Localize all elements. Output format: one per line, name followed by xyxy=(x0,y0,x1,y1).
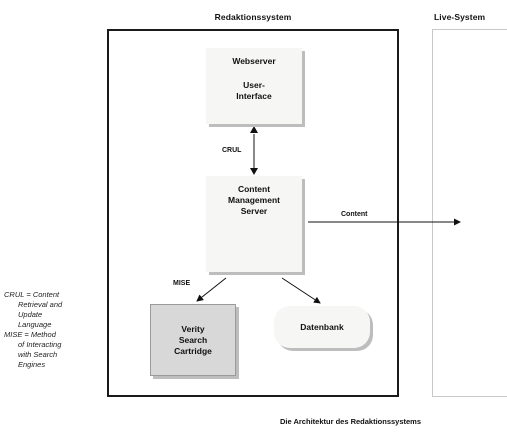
content-label: Content xyxy=(341,211,368,218)
user-interface-line1: User- xyxy=(243,80,265,90)
legend-mise-line1: MISE = Method xyxy=(4,330,56,339)
verity-line1: Verity xyxy=(181,323,205,334)
verity-line2: Search xyxy=(178,334,208,345)
crul-label: CRUL xyxy=(222,147,242,154)
webserver-box: Webserver User- Interface xyxy=(206,48,302,124)
cms-line2: Management xyxy=(228,195,280,205)
redaktionssystem-frame xyxy=(107,29,399,397)
verity-box: Verity Search Cartridge xyxy=(150,304,236,376)
mise-arrow xyxy=(196,277,227,302)
cms-line1: Content xyxy=(237,184,271,194)
webserver-title: Webserver xyxy=(232,56,276,66)
user-interface-line2: Interface xyxy=(236,91,272,101)
verity-line3: Cartridge xyxy=(174,345,212,356)
legend-mise-line2: of Interacting xyxy=(18,340,62,349)
cms-box: Content Management Server xyxy=(206,176,302,272)
live-system-title: Live-System xyxy=(434,12,486,22)
legend-crul-line1: CRUL = Content xyxy=(4,290,60,299)
figure-caption: Die Architektur des Redaktionssystems xyxy=(280,417,422,426)
redaktionssystem-title: Redaktionssystem xyxy=(214,12,292,22)
mise-label: MISE xyxy=(173,280,191,287)
cms-line3: Server xyxy=(240,206,268,216)
legend: CRUL = Content Retrieval and Update Lang… xyxy=(4,290,104,370)
legend-mise-line4: Engines xyxy=(18,360,46,369)
legend-crul-line3: Update xyxy=(18,310,43,319)
legend-crul-line2: Retrieval and xyxy=(18,300,63,309)
crul-arrow-down xyxy=(250,168,258,175)
legend-mise-line3: with Search xyxy=(18,350,58,359)
live-system-frame xyxy=(432,29,507,397)
crul-arrow-up xyxy=(250,126,258,133)
datenbank-box: Datenbank xyxy=(274,306,370,348)
legend-crul-line4: Language xyxy=(18,320,52,329)
datenbank-arrow xyxy=(281,277,321,304)
